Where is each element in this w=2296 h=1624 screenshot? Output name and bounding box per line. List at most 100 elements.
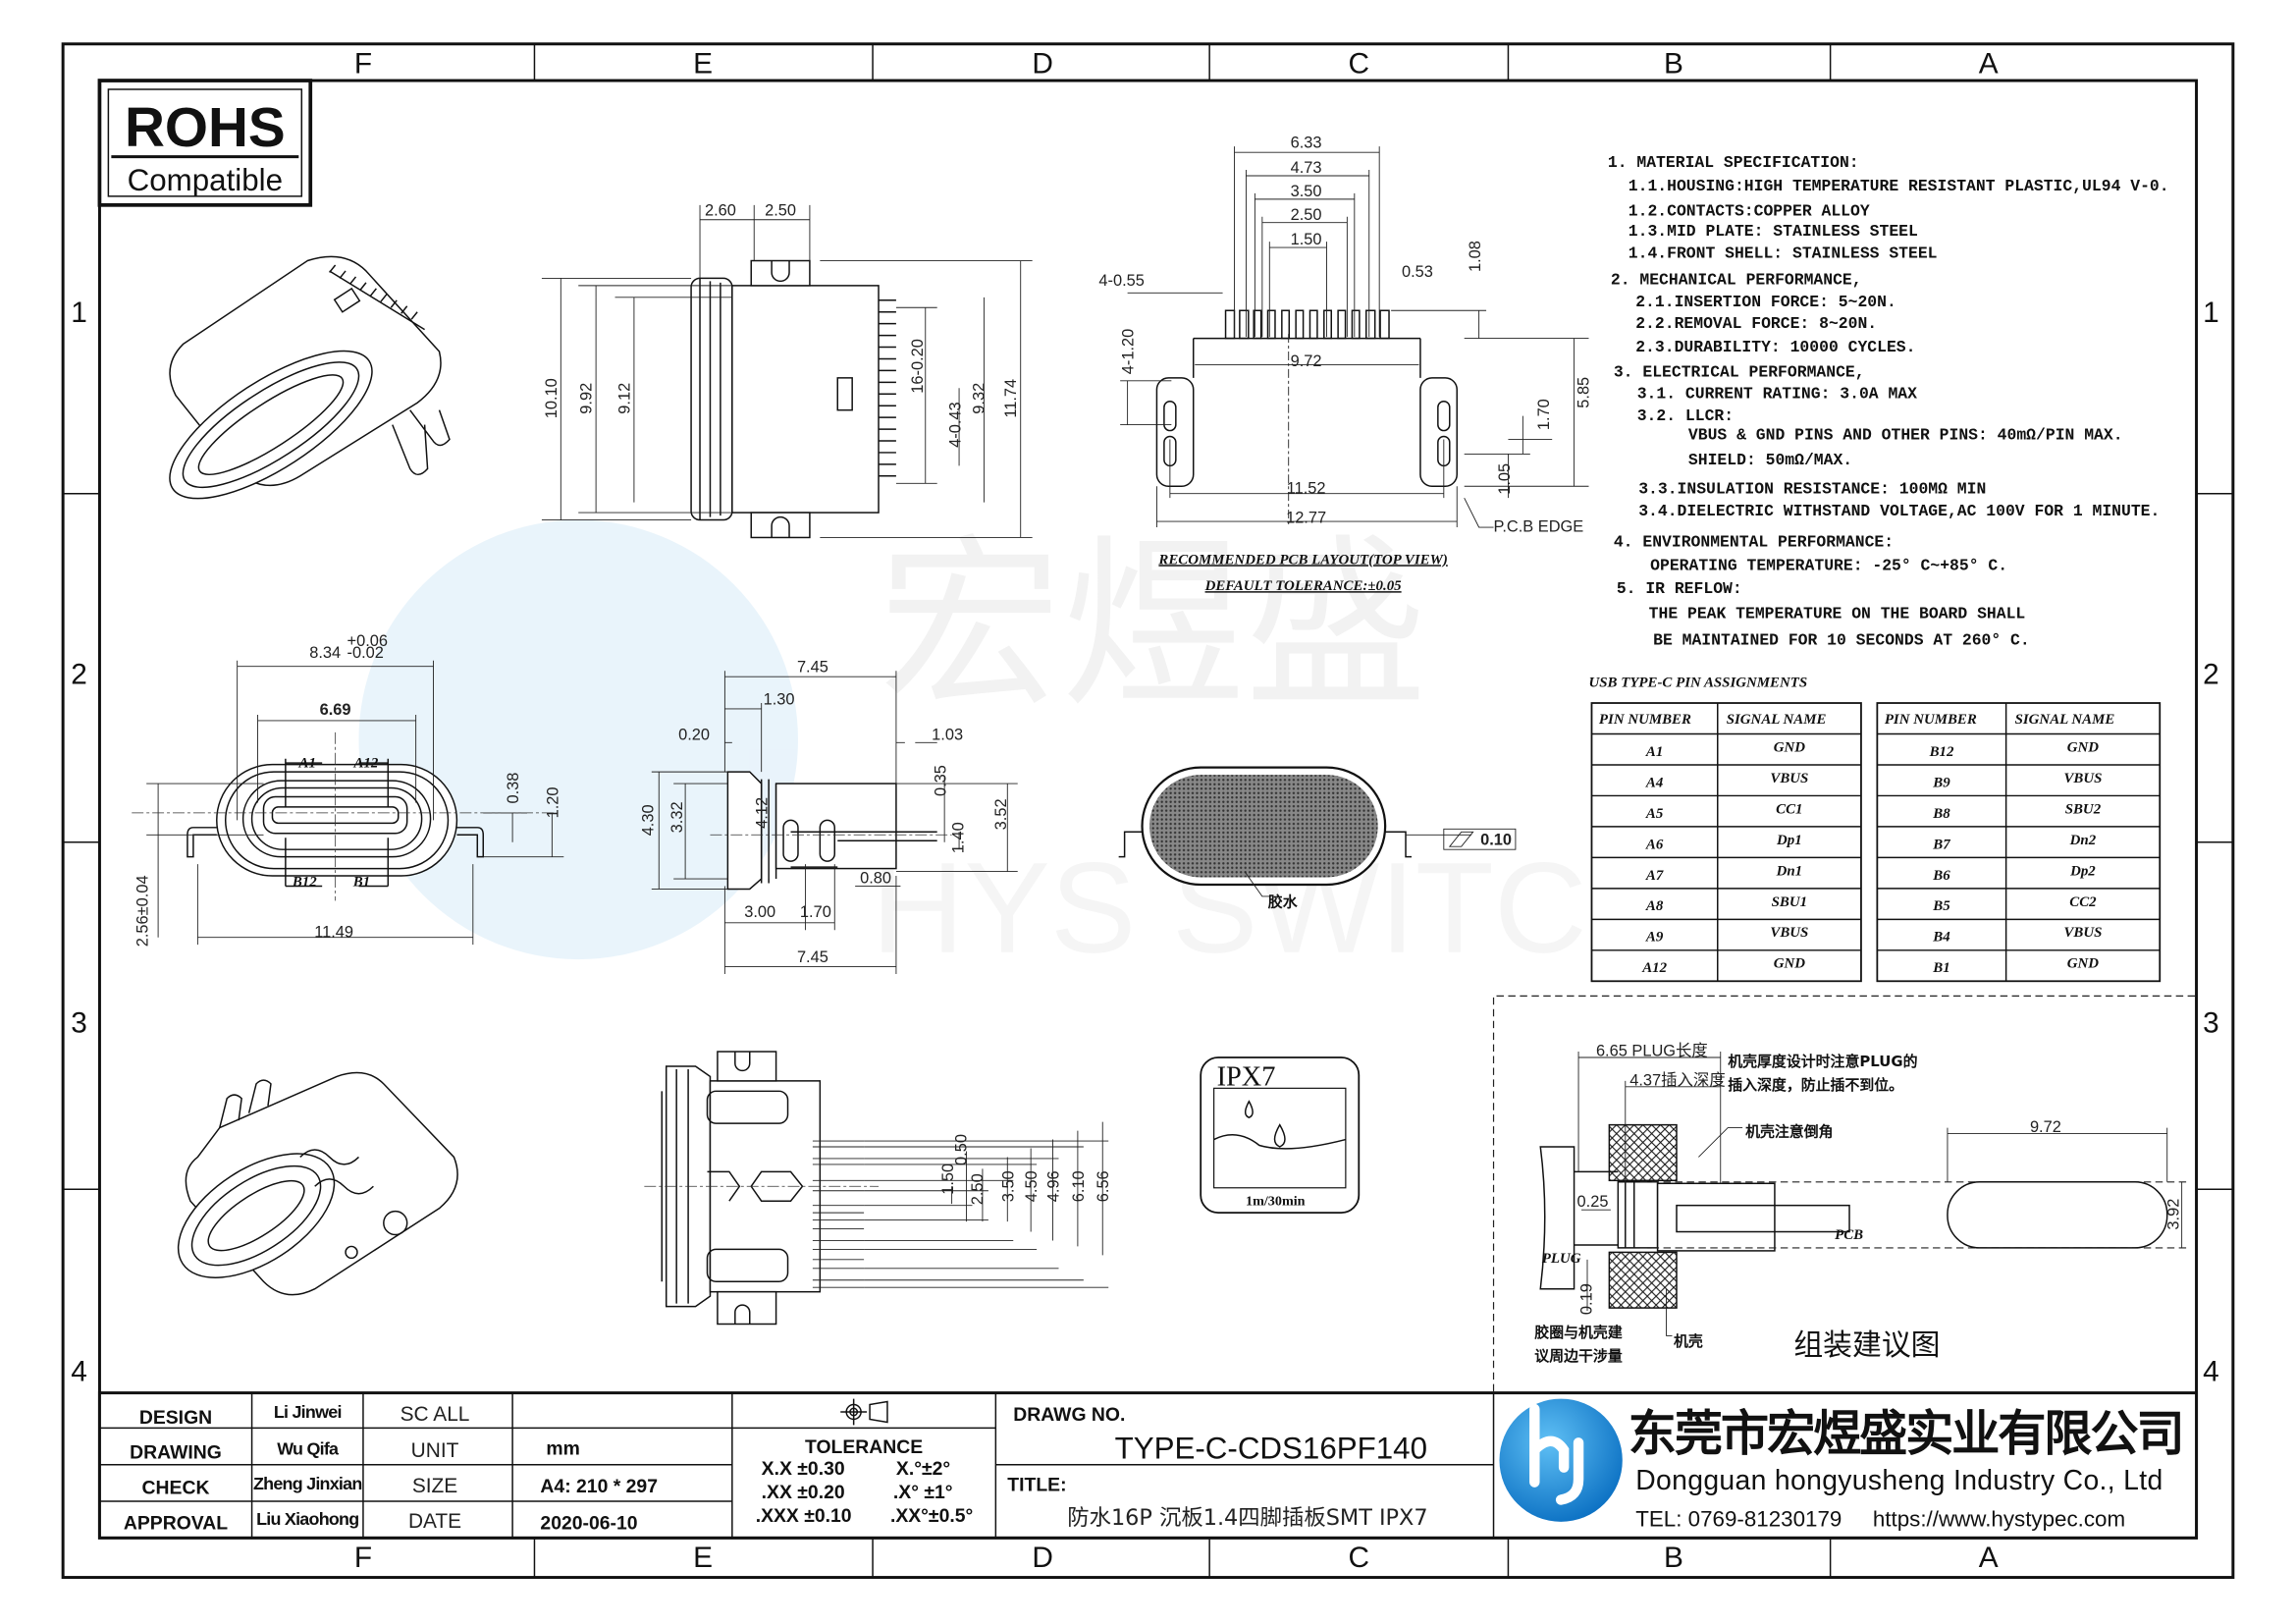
signal-name: GND: [2067, 956, 2100, 972]
pin-number: B8: [1932, 806, 1950, 822]
spec-line: 2.2.REMOVAL FORCE: 8~20N.: [1635, 314, 1877, 333]
pin-number: B9: [1932, 775, 1950, 790]
side-view-bottom: 0.50 1.50 2.50 3.50 4.50 4.96 6.10 6.56: [644, 1051, 1112, 1326]
pcb-layout-tolerance: DEFAULT TOLERANCE:±0.05: [1204, 578, 1403, 594]
dimension-label: 10.10: [543, 378, 561, 418]
dimension-label: 1.08: [1467, 241, 1484, 272]
table-header: SIGNAL NAME: [2015, 712, 2115, 728]
dimension-label: 3.50: [1291, 183, 1322, 200]
signal-name: VBUS: [2063, 925, 2102, 941]
person-name: Li Jinwei: [274, 1402, 342, 1422]
pin-number: A12: [1641, 960, 1667, 976]
pcb-pad: [1224, 309, 1236, 340]
tolerance-linear: X.X ±0.30: [762, 1458, 845, 1480]
water-drop-icon: [1244, 1100, 1286, 1148]
pcb-pad: [1323, 309, 1332, 340]
dimension-label: 6.10: [1070, 1170, 1088, 1202]
dimension-label: 4.12: [754, 797, 772, 829]
company-logo: [1499, 1398, 1623, 1522]
pin-number: A5: [1645, 806, 1664, 822]
dimension-label: 9.92: [578, 383, 596, 414]
watermark: 宏煜盛 HYS SWITCH: [358, 518, 1681, 980]
dimension-label: 9.72: [2030, 1118, 2061, 1136]
company-website[interactable]: https://www.hystypec.com: [1873, 1506, 2125, 1531]
dimension-label: 4-0.43: [947, 402, 965, 447]
dimension-label: 2.60: [705, 201, 736, 219]
company-phone: TEL: 0769-81230179: [1635, 1506, 1842, 1531]
assembly-note: 插入深度，防止插不到位。: [1728, 1076, 1903, 1094]
dimension-label: 1.50: [939, 1164, 957, 1195]
signal-name: Dp2: [2069, 863, 2096, 879]
zone-ticks: [63, 43, 2233, 1578]
person-name: Liu Xiaohong: [256, 1509, 358, 1529]
assembly-note: 机壳厚度设计时注意PLUG的: [1728, 1053, 1917, 1070]
specifications: 1. MATERIAL SPECIFICATION: 1.1.HOUSING:H…: [1608, 153, 2169, 649]
signal-name: CC1: [1776, 801, 1802, 817]
pin-number: B1: [1932, 960, 1949, 976]
front-view: 8.34 +0.06 -0.02 6.69 0.38 1.20 2.56±0.0…: [132, 632, 564, 947]
dimension-label: 12.77: [1286, 510, 1326, 527]
zone-label: B: [1664, 1542, 1683, 1574]
assembly-title: 组装建议图: [1793, 1328, 1940, 1363]
pcb-pad: [1253, 309, 1262, 340]
signal-name: VBUS: [1770, 771, 1808, 786]
pin-number: B4: [1932, 930, 1949, 946]
spec-line: 1.3.MID PLATE: STAINLESS STEEL: [1629, 222, 1918, 241]
zone-label: 4: [2203, 1356, 2219, 1388]
zone-label: A: [1979, 1542, 1999, 1574]
pin-label: B12: [292, 874, 317, 890]
spec-line: 2. MECHANICAL PERFORMANCE,: [1611, 270, 1862, 289]
gap-label: 0.19: [1577, 1283, 1595, 1315]
dimension-label: 1.20: [544, 786, 561, 818]
table-header: PIN NUMBER: [1599, 712, 1691, 728]
dimension-label: 3.52: [992, 798, 1010, 830]
zone-label: 3: [71, 1007, 87, 1040]
field-label: DATE: [408, 1510, 461, 1533]
ipx7-label: IPX7: [1217, 1061, 1276, 1092]
dimension-label: 2.56±0.04: [134, 875, 152, 947]
signal-name: SBU2: [2065, 801, 2102, 817]
zone-label: D: [1032, 1542, 1053, 1574]
zone-label: D: [1032, 48, 1053, 81]
zone-label: 3: [2203, 1007, 2219, 1040]
pcb-layout-view: 6.33 4.73 3.50 2.50 1.50 4-0.55 0.53 1.0…: [1098, 135, 1592, 594]
dimension-label: 1.05: [1496, 463, 1514, 495]
spec-line: 4. ENVIRONMENTAL PERFORMANCE:: [1614, 532, 1894, 551]
dimension-label: 6.33: [1291, 135, 1322, 152]
ipx7-rating: 1m/30min: [1246, 1194, 1306, 1210]
dimension-label: 4.96: [1044, 1170, 1062, 1202]
signal-name: CC2: [2069, 894, 2097, 910]
dimension-label: 3.92: [2165, 1199, 2183, 1230]
zone-label: 1: [2203, 297, 2219, 329]
spec-line: 3.2. LLCR:: [1637, 406, 1734, 425]
pcb-pad: [1266, 309, 1276, 340]
dimension-label: 11.74: [1002, 379, 1020, 418]
dimension-label: 0.20: [678, 726, 710, 743]
pcb-edge-label: P.C.B EDGE: [1494, 517, 1584, 535]
interference-note: 议周边干涉量: [1534, 1347, 1623, 1365]
assembly-suggestion: 6.65 PLUG长度 4.37插入深度 机壳厚度设计时注意PLUG的 插入深度…: [1492, 995, 2197, 1392]
dimension-label: 1.30: [764, 691, 795, 709]
signal-name: VBUS: [1770, 925, 1808, 941]
zone-label: E: [693, 1542, 713, 1574]
pin-number: A6: [1645, 837, 1664, 852]
glue-view: 0.10 胶水: [1118, 766, 1517, 910]
ipx7-badge: IPX7 1m/30min: [1200, 1056, 1361, 1215]
dimension-label: 1.70: [800, 903, 831, 921]
dimension-label: 1.50: [1291, 231, 1322, 248]
dimension-label: 3.32: [668, 801, 686, 833]
signal-name: Dn1: [1776, 863, 1803, 879]
spec-line: THE PEAK TEMPERATURE ON THE BOARD SHALL: [1649, 604, 2026, 623]
spec-line: OPERATING TEMPERATURE: -25° C~+85° C.: [1650, 556, 2007, 574]
dimension-tolerance-lower: -0.02: [347, 644, 384, 662]
zone-label: 1: [71, 297, 87, 329]
spec-line: 1.1.HOUSING:HIGH TEMPERATURE RESISTANT P…: [1629, 177, 2169, 195]
person-name: Wu Qifa: [277, 1438, 340, 1458]
field-label: SC ALL: [400, 1403, 470, 1426]
flatness-value: 0.10: [1480, 832, 1512, 849]
pin-number: B12: [1929, 744, 1954, 760]
zone-row-labels: 1 2 3 4 1 2 3 4: [71, 297, 2219, 1387]
signal-name: GND: [1774, 956, 1806, 972]
